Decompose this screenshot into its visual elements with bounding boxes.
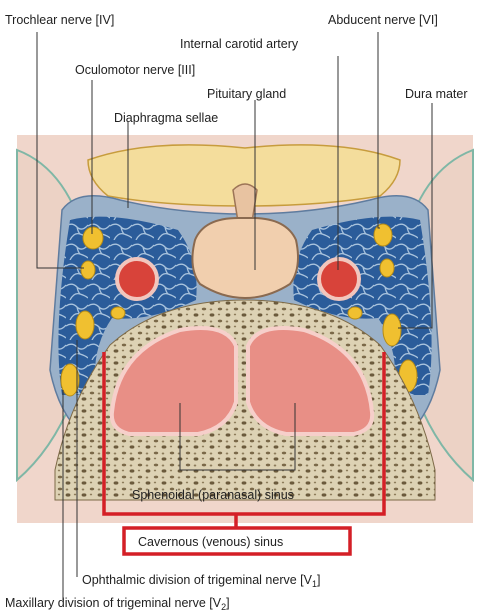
label-maxillary-division: Maxillary division of trigeminal nerve [… [5, 596, 230, 612]
label-dura-mater: Dura mater [405, 87, 468, 101]
right-internal-carotid-artery [319, 259, 359, 299]
pituitary-gland [192, 218, 298, 298]
label-ophthalmic-division: Ophthalmic division of trigeminal nerve … [82, 573, 320, 589]
label-sphenoidal-sinus: Sphenoidal (paranasal) sinus [132, 488, 294, 502]
label-pituitary-gland: Pituitary gland [207, 87, 286, 101]
label-oculomotor-nerve: Oculomotor nerve [III] [75, 63, 195, 77]
label-diaphragma-sellae: Diaphragma sellae [114, 111, 218, 125]
left-internal-carotid-artery [117, 259, 157, 299]
label-cavernous-sinus: Cavernous (venous) sinus [138, 535, 283, 549]
label-internal-carotid-artery: Internal carotid artery [180, 37, 299, 51]
label-abducent-nerve: Abducent nerve [VI] [328, 13, 438, 27]
pituitary-stalk [233, 184, 257, 222]
label-trochlear-nerve: Trochlear nerve [IV] [5, 13, 114, 27]
